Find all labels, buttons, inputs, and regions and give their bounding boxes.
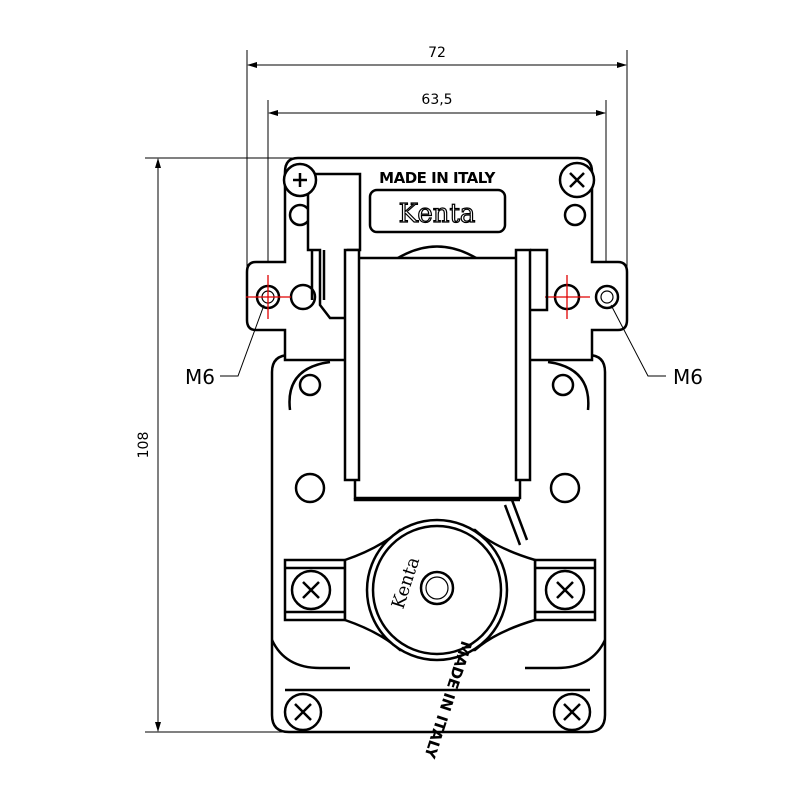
screw-top-left — [282, 162, 318, 198]
mounting-hole-left — [246, 275, 291, 319]
screw-bottom-left — [283, 692, 323, 732]
screw-top-right — [558, 161, 596, 199]
screw-bottom-right — [552, 692, 592, 732]
m6-left-label: M6 — [185, 365, 215, 389]
dimension-overall-width: 72 — [246, 45, 628, 270]
plate-brand-logo: Kenta — [399, 199, 476, 229]
brand-plate — [368, 188, 507, 234]
dimension-108-label: 108 — [136, 432, 152, 459]
screw-mid-right — [544, 569, 586, 611]
coil — [343, 245, 549, 502]
gear-housing: Kenta MADE IN ITALY — [283, 499, 597, 762]
callout-right-m6: M6 — [610, 304, 703, 389]
m6-right-label: M6 — [673, 365, 703, 389]
callout-left-m6: M6 — [185, 304, 265, 389]
dimension-63-5-label: 63,5 — [421, 92, 452, 108]
dimension-72-label: 72 — [428, 45, 446, 61]
plate-made-in-italy: MADE IN ITALY — [379, 169, 496, 187]
screw-mid-left — [290, 569, 332, 611]
dimension-hole-spacing: 63,5 — [267, 92, 607, 290]
mounting-hole-right — [545, 275, 620, 319]
